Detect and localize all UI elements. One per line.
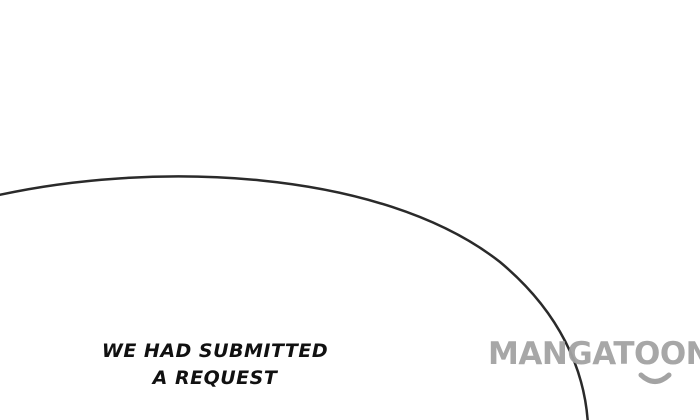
dialogue-line-1: WE HAD SUBMITTED xyxy=(101,340,329,362)
watermark-smile-icon xyxy=(638,372,672,384)
mangatoon-watermark: MANGATOON xyxy=(488,336,700,372)
dialogue-line-2: A REQUEST xyxy=(152,367,278,389)
dialogue-text: WE HAD SUBMITTED A REQUEST xyxy=(100,338,330,392)
